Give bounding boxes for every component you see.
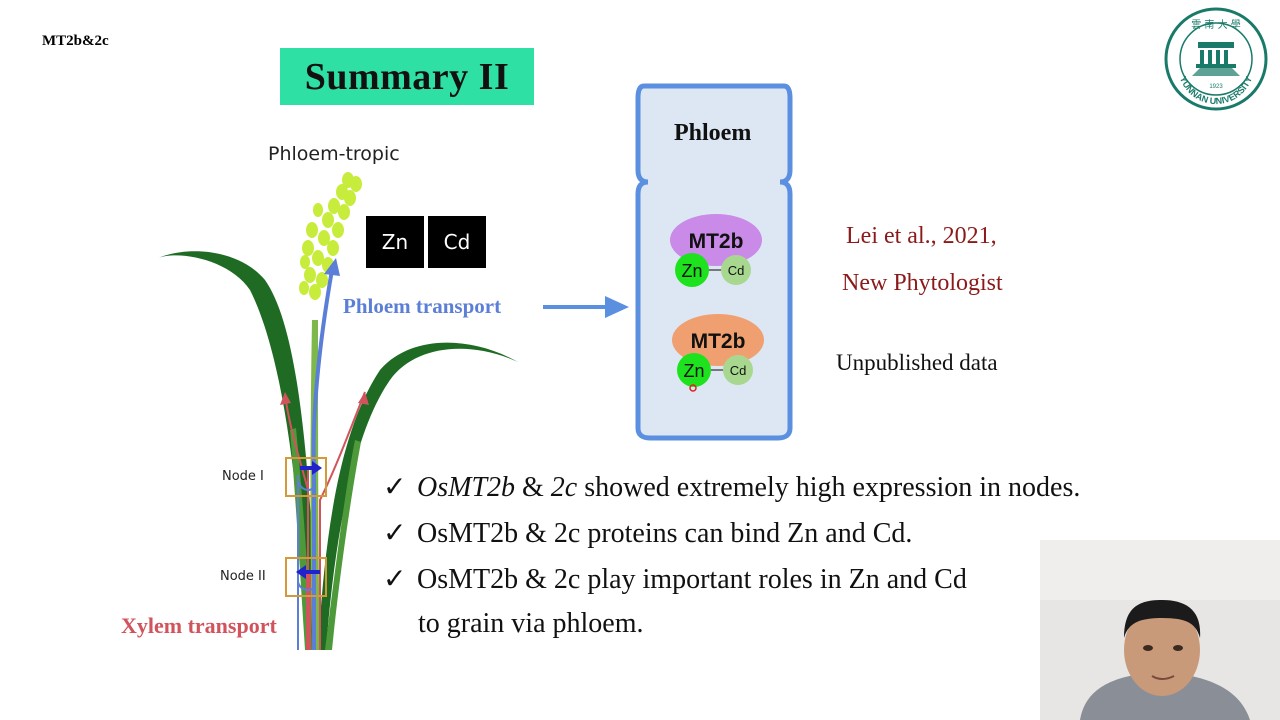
node-ii-label: Node II bbox=[220, 569, 266, 584]
webcam-overlay bbox=[1040, 540, 1280, 720]
slide-title-box: Summary II bbox=[280, 48, 534, 105]
slide-title: Summary II bbox=[304, 55, 510, 98]
left-leaf bbox=[158, 251, 318, 650]
cd-ion-1 bbox=[721, 255, 751, 285]
right-arrow-icon bbox=[543, 296, 629, 318]
bullet-3-continuation: to grain via phloem. bbox=[418, 608, 644, 639]
zn-ion-2 bbox=[677, 353, 711, 387]
bullet-3: ✓OsMT2b & 2c play important roles in Zn … bbox=[383, 564, 967, 595]
phloem-arrow bbox=[311, 269, 334, 650]
logo-year: 1923 bbox=[1209, 84, 1223, 90]
svg-text:Cd: Cd bbox=[730, 363, 747, 378]
node-ii-box bbox=[285, 557, 327, 597]
phloem-label: Phloem bbox=[674, 120, 752, 146]
presenter-shoulders bbox=[1080, 672, 1250, 720]
rice-plant-diagram bbox=[158, 172, 518, 650]
mt2b-protein-1 bbox=[670, 214, 762, 266]
node-i-label: Node I bbox=[222, 469, 264, 484]
mt2b-label-1: MT2b bbox=[689, 230, 744, 253]
unpublished-label: Unpublished data bbox=[836, 350, 998, 375]
xylem-transport-label: Xylem transport bbox=[121, 613, 277, 638]
university-logo: YUNNAN UNIVERSITY 1923 雲 南 大 學 bbox=[1164, 7, 1268, 111]
right-leaf bbox=[318, 342, 518, 650]
bullet-2: ✓OsMT2b & 2c proteins can bind Zn and Cd… bbox=[383, 518, 913, 549]
svg-text:Zn: Zn bbox=[683, 361, 704, 381]
grain-panicle bbox=[299, 172, 362, 300]
zn-box: Zn bbox=[366, 216, 424, 268]
phloem-cell-diagram: MT2b Zn Cd MT2b Zn Cd bbox=[635, 83, 793, 441]
phloem-transport-label: Phloem transport bbox=[343, 294, 502, 318]
pointer-dot bbox=[689, 384, 697, 392]
presenter-face bbox=[1124, 604, 1200, 696]
svg-text:雲 南 大 學: 雲 南 大 學 bbox=[1191, 18, 1241, 31]
reference-line-2: New Phytologist bbox=[842, 270, 1003, 296]
phloem-tropic-label: Phloem-tropic bbox=[268, 143, 400, 165]
cd-box: Cd bbox=[428, 216, 486, 268]
zn-ion-1 bbox=[675, 253, 709, 287]
bullet-1: ✓OsMT2b & 2c showed extremely high expre… bbox=[383, 472, 1081, 503]
cd-ion-2 bbox=[723, 355, 753, 385]
corner-label: MT2b&2c bbox=[42, 33, 109, 49]
svg-text:Zn: Zn bbox=[681, 261, 702, 281]
mt2b-protein-2 bbox=[672, 314, 764, 366]
node-i-box bbox=[285, 457, 327, 497]
mt2b-label-2: MT2b bbox=[691, 330, 746, 353]
svg-text:Cd: Cd bbox=[728, 263, 745, 278]
reference-line-1: Lei et al., 2021, bbox=[846, 223, 997, 249]
